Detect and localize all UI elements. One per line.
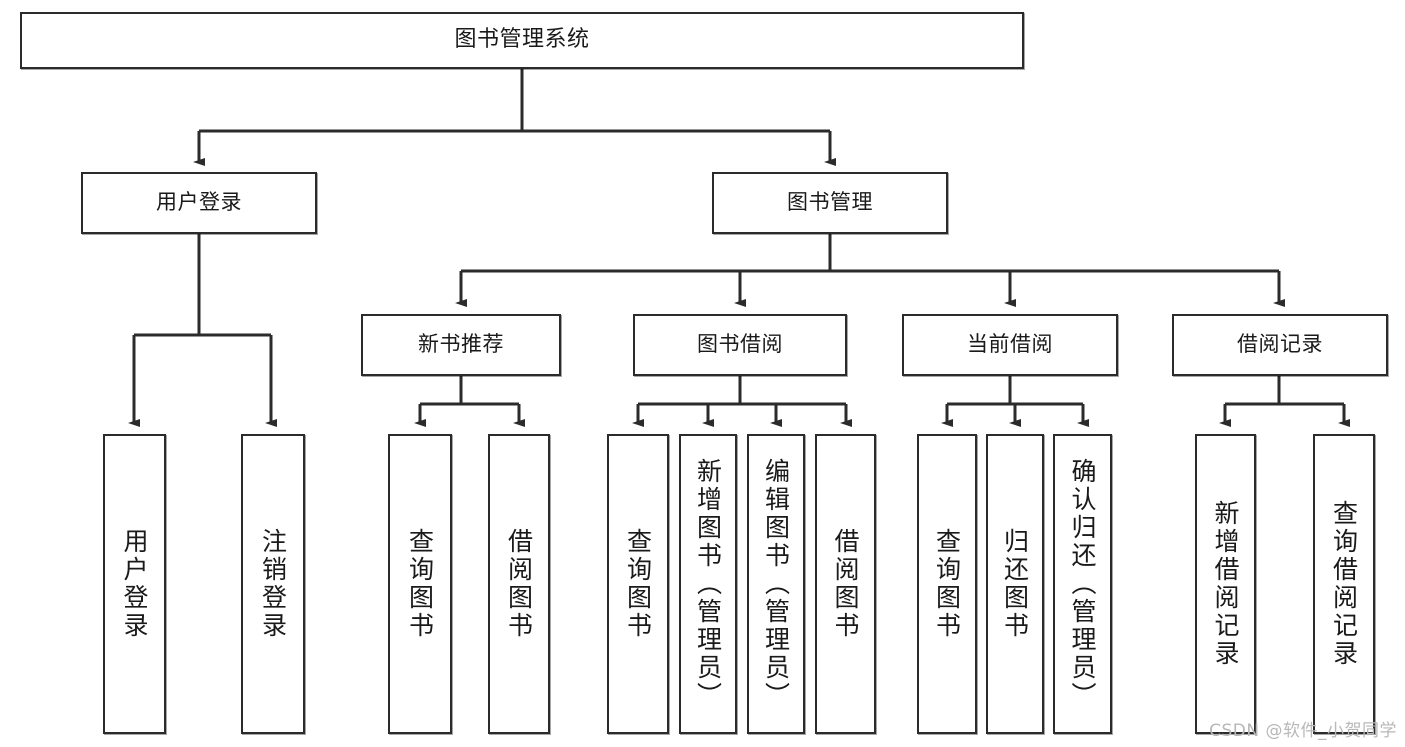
leaf-user-login-logout[interactable]: 注销登录 (241, 434, 305, 734)
node-label: 借阅图书 (831, 528, 860, 640)
node-book-management[interactable]: 图书管理 (712, 172, 948, 234)
node-label: 查询图书 (623, 528, 653, 640)
node-label: 图书管理 (787, 190, 873, 215)
node-user-login[interactable]: 用户登录 (81, 172, 317, 234)
node-label: 图书借阅 (697, 332, 783, 357)
node-borrow-records[interactable]: 借阅记录 (1172, 314, 1388, 376)
node-label: 新增借阅记录 (1211, 500, 1240, 668)
node-new-book-recommendation[interactable]: 新书推荐 (361, 314, 561, 376)
leaf-book-borrow-borrow[interactable]: 借阅图书 (815, 434, 876, 734)
leaf-current-borrow-return[interactable]: 归还图书 (986, 434, 1044, 734)
node-label: 查询图书 (932, 528, 962, 640)
node-book-borrowing[interactable]: 图书借阅 (633, 314, 847, 376)
node-label: 借阅图书 (504, 528, 534, 640)
leaf-user-login-signin[interactable]: 用户登录 (103, 434, 166, 734)
leaf-book-borrow-add-admin[interactable]: 新增图书（管理员） (679, 434, 737, 734)
node-label: 用户登录 (120, 528, 149, 640)
node-root-book-management-system[interactable]: 图书管理系统 (20, 12, 1024, 69)
node-label: 确认归还（管理员） (1068, 458, 1097, 710)
node-label: 注销登录 (258, 528, 288, 640)
node-label: 查询借阅记录 (1329, 500, 1359, 668)
leaf-borrow-record-query[interactable]: 查询借阅记录 (1313, 434, 1375, 734)
node-label: 新增图书（管理员） (693, 458, 723, 710)
node-label: 借阅记录 (1237, 332, 1323, 357)
leaf-book-borrow-edit-admin[interactable]: 编辑图书（管理员） (747, 434, 805, 734)
node-label: 图书管理系统 (454, 27, 590, 53)
leaf-borrow-record-add[interactable]: 新增借阅记录 (1195, 434, 1256, 734)
leaf-new-book-borrow[interactable]: 借阅图书 (488, 434, 550, 734)
node-label: 归还图书 (1000, 528, 1030, 640)
leaf-new-book-query[interactable]: 查询图书 (388, 434, 452, 734)
node-label: 当前借阅 (967, 332, 1053, 357)
leaf-book-borrow-query[interactable]: 查询图书 (607, 434, 669, 734)
node-label: 用户登录 (156, 190, 242, 215)
node-label: 查询图书 (405, 528, 435, 640)
node-label: 编辑图书（管理员） (761, 458, 791, 710)
leaf-current-borrow-query[interactable]: 查询图书 (917, 434, 977, 734)
node-label: 新书推荐 (418, 332, 504, 357)
node-current-borrowing[interactable]: 当前借阅 (902, 314, 1118, 376)
leaf-current-borrow-confirm-return-admin[interactable]: 确认归还（管理员） (1053, 434, 1112, 734)
